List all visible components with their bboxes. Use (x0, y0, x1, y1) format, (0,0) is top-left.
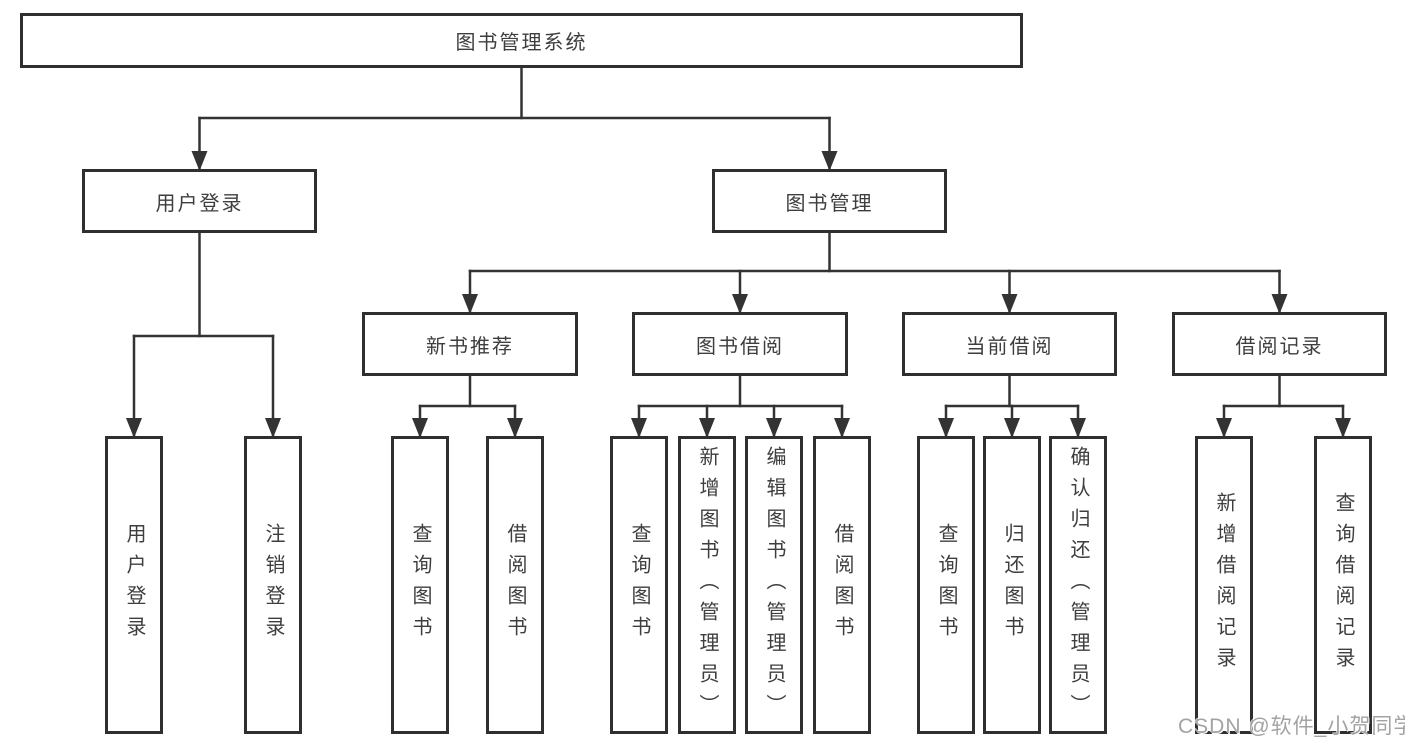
connector-user-login-children (126, 230, 281, 439)
leaf-logout: 注销登录 (244, 436, 302, 734)
node-new-book-recommend: 新书推荐 (362, 312, 578, 376)
node-user-login: 用户登录 (82, 169, 317, 233)
leaf-recommend-query-books: 查询图书 (391, 436, 449, 734)
connector-current-borrow-children (938, 372, 1086, 439)
connector-book-mgmt-to-level3 (462, 230, 1288, 315)
connector-borrow-records-children (1216, 372, 1351, 439)
csdn-watermark: CSDN @软件_小贺同学 (1178, 715, 1405, 738)
leaf-recommend-borrow-books: 借阅图书 (486, 436, 544, 734)
leaf-current-return-books: 归还图书 (983, 436, 1041, 734)
node-book-borrow: 图书借阅 (632, 312, 848, 376)
leaf-records-add-record: 新增借阅记录 (1195, 436, 1253, 734)
node-current-borrow: 当前借阅 (902, 312, 1117, 376)
leaf-current-query-books: 查询图书 (917, 436, 975, 734)
leaf-borrow-borrow-books: 借阅图书 (813, 436, 871, 734)
connector-book-borrow-children (631, 372, 850, 439)
leaf-current-confirm-return-admin: 确认归还（管理员） (1049, 436, 1107, 734)
node-borrow-records: 借阅记录 (1172, 312, 1387, 376)
connector-root-to-level2 (191, 64, 838, 172)
connector-new-book-children (412, 372, 523, 439)
node-book-management: 图书管理 (712, 169, 947, 233)
leaf-borrow-edit-books-admin: 编辑图书（管理员） (745, 436, 803, 734)
node-root-library-system: 图书管理系统 (20, 13, 1023, 68)
leaf-records-query-record: 查询借阅记录 (1314, 436, 1372, 734)
leaf-borrow-query-books: 查询图书 (610, 436, 668, 734)
leaf-borrow-add-books-admin: 新增图书（管理员） (678, 436, 736, 734)
leaf-user-login: 用户登录 (105, 436, 163, 734)
